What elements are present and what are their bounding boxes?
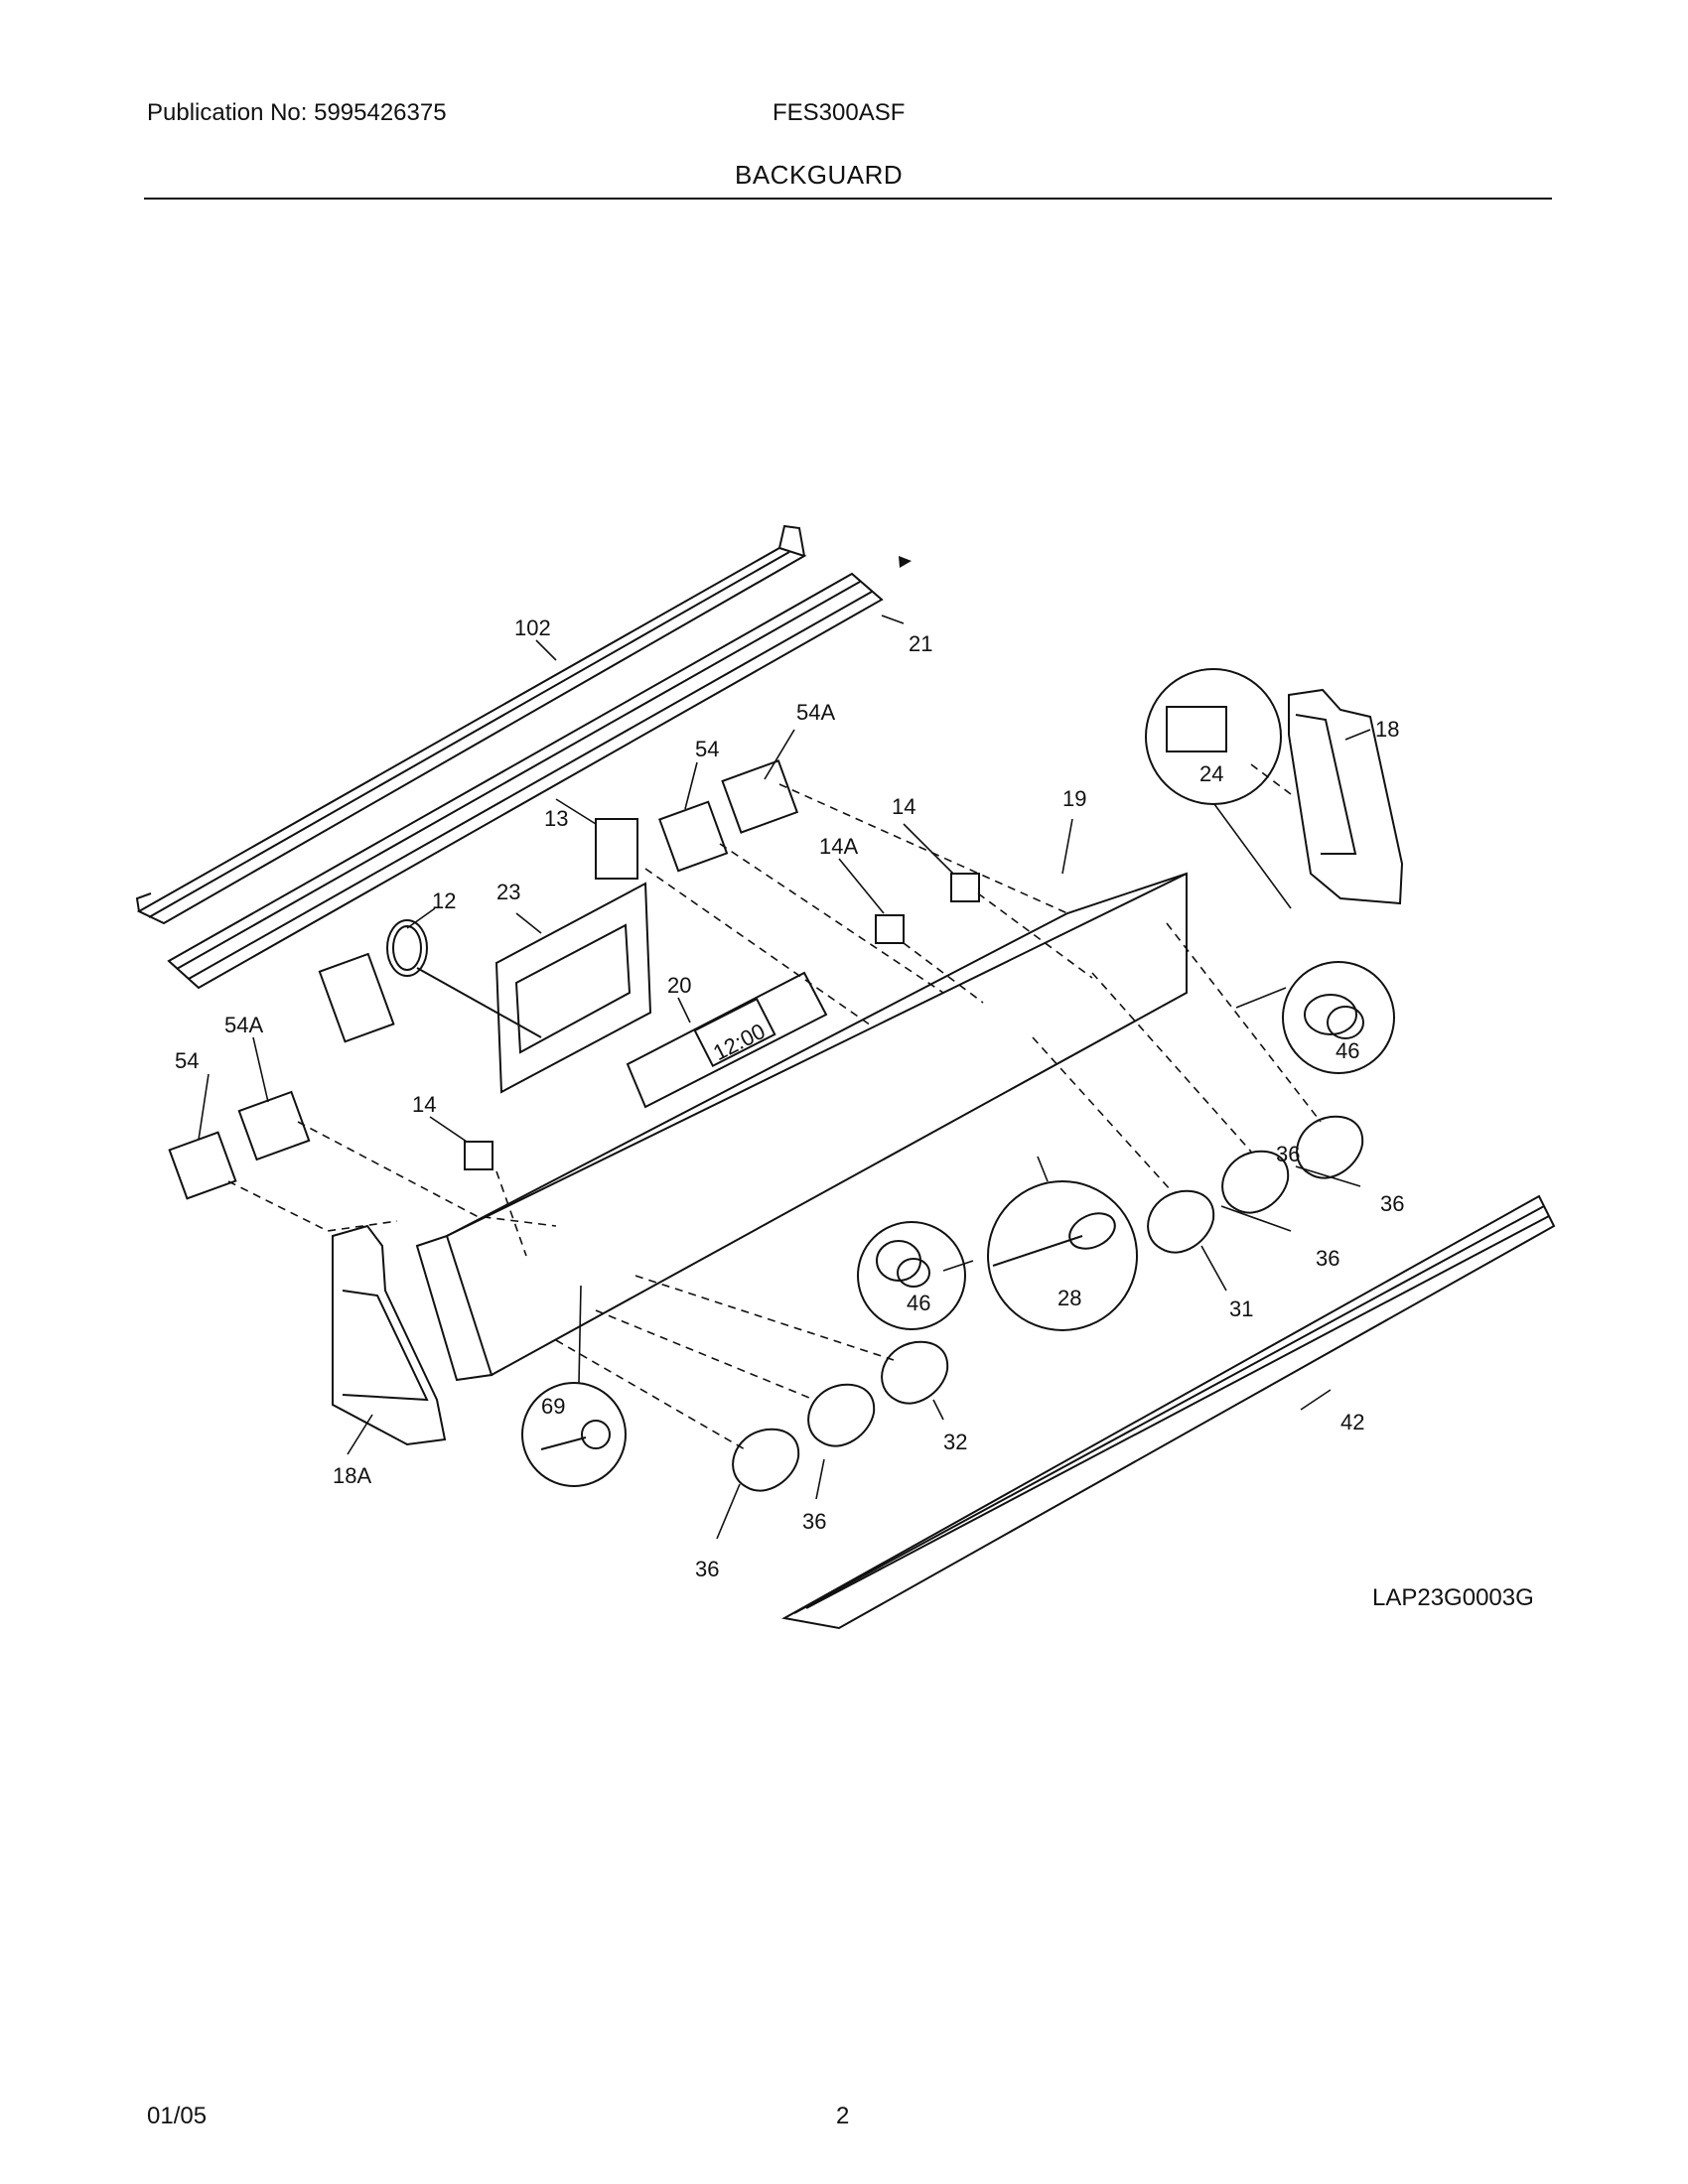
part-69-screw [540,1420,611,1450]
part-24-indicator-light [1166,706,1227,752]
part-69-callout-circle [521,1382,627,1487]
label-36-right-3: 36 [1276,1142,1300,1166]
label-18A: 18A [333,1463,371,1488]
part-18-end-cap [1288,688,1404,905]
label-54-upper: 54 [695,737,719,761]
part-14-switch-lower [464,1141,493,1170]
label-36-right-1: 36 [1380,1191,1404,1216]
label-36-bottom-1: 36 [802,1509,826,1534]
part-13-switch [595,818,638,880]
part-21-trim-channel [167,572,884,990]
part-102-trim-strip [135,524,807,925]
knob-36-3 [807,1383,876,1447]
part-18A-end-cap [332,1224,447,1446]
label-21: 21 [909,631,932,656]
assembly-leader-lines [227,763,1322,1450]
part-46-knob-shaft-lower [876,1240,930,1288]
publication-number: Publication No: 5995426375 [147,99,447,126]
label-23: 23 [496,880,520,904]
drawing-code: LAP23G0003G [1372,1584,1534,1611]
page-number: 2 [836,2103,850,2129]
label-14-upper: 14 [892,794,915,819]
part-12-thermostat [318,919,542,1043]
knob-36-4 [732,1428,800,1492]
part-54-switch-upper [658,800,729,873]
part-54A-switch-lower [237,1090,311,1161]
label-54A-lower: 54A [224,1013,263,1037]
part-54A-switch-upper [721,759,799,834]
label-102: 102 [514,615,551,640]
section-title: BACKGUARD [735,160,904,190]
label-24: 24 [1199,761,1223,786]
part-23-bracket [494,882,652,1094]
part-28-callout-circle [987,1180,1138,1331]
part-46-knob-shaft-upper [1304,994,1364,1039]
part-46-callout-circle-upper [1282,961,1395,1074]
footer-date: 01/05 [147,2103,208,2129]
part-14-switch-upper [950,873,980,902]
label-14A: 14A [819,834,858,859]
knob-32 [881,1340,949,1405]
label-18: 18 [1375,717,1399,742]
part-20-clock-board [626,971,828,1109]
label-13: 13 [544,806,568,831]
label-12: 12 [432,888,456,913]
label-19: 19 [1062,786,1086,811]
label-36-bottom-2: 36 [695,1557,719,1581]
knob-36-2 [1221,1150,1290,1214]
knob-36-1 [1296,1115,1364,1179]
header-rule [144,198,1552,200]
label-54A-upper: 54A [796,700,835,725]
label-14-lower: 14 [412,1092,436,1117]
part-42-bottom-trim [781,1194,1556,1630]
label-28: 28 [1057,1286,1081,1310]
label-46-lower: 46 [907,1291,930,1315]
part-28-stem [992,1212,1116,1267]
knob-31 [1147,1189,1215,1254]
label-42: 42 [1340,1410,1364,1434]
label-54-lower: 54 [175,1048,199,1073]
label-20: 20 [667,973,691,998]
label-32: 32 [943,1430,967,1454]
part-19-backguard-panel [415,872,1188,1382]
label-36-right-2: 36 [1316,1246,1339,1271]
part-14A-switch [875,914,905,944]
part-54-switch-lower [168,1131,237,1200]
model-number: FES300ASF [773,99,906,126]
label-69: 69 [541,1394,565,1419]
label-31: 31 [1229,1297,1253,1321]
label-46-upper: 46 [1336,1038,1359,1063]
